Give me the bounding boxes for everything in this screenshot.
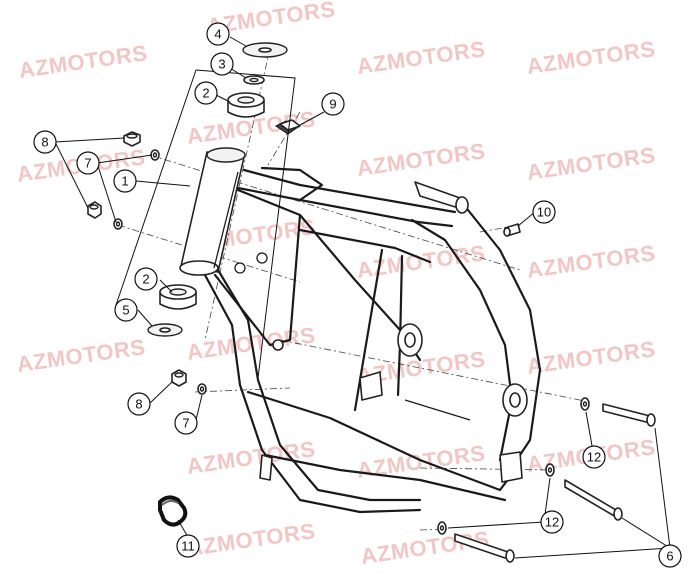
callout-5: 5 xyxy=(114,298,138,322)
down-tube-front xyxy=(203,273,422,514)
watermark: AZMOTORS xyxy=(15,334,147,377)
right-washer-2 xyxy=(545,463,555,477)
svg-text:11: 11 xyxy=(181,539,195,554)
cable-clip xyxy=(275,119,301,135)
svg-text:7: 7 xyxy=(182,416,189,431)
mount-boss xyxy=(272,339,284,351)
lower-washer xyxy=(197,383,207,395)
svg-text:3: 3 xyxy=(218,57,225,72)
svg-text:7: 7 xyxy=(84,156,91,171)
callout-2-lower: 2 xyxy=(134,267,158,291)
lower-seal xyxy=(147,323,183,337)
engine-bolt-2 xyxy=(454,533,515,563)
cradle-tube-lower xyxy=(263,453,507,502)
watermark: AZMOTORS xyxy=(185,436,317,479)
watermark: AZMOTORS xyxy=(185,518,317,561)
callout-8-upper: 8 xyxy=(33,130,57,154)
svg-text:9: 9 xyxy=(329,97,336,112)
svg-text:2: 2 xyxy=(202,86,209,101)
watermark: AZMOTORS xyxy=(525,142,657,185)
loose-parts xyxy=(87,42,656,563)
chain-guide xyxy=(404,399,471,421)
down-tube-rear xyxy=(216,268,422,502)
callout-2-upper: 2 xyxy=(194,81,218,105)
lower-bearing xyxy=(159,284,197,310)
watermark: AZMOTORS xyxy=(525,36,657,79)
rear-pin xyxy=(503,223,521,237)
watermark: AZMOTORS xyxy=(359,526,491,569)
swingarm-bolt xyxy=(602,403,656,427)
mid-nut xyxy=(87,201,102,219)
callout-12-upper: 12 xyxy=(582,445,606,469)
callout-11: 11 xyxy=(176,534,200,558)
callout-12-lower: 12 xyxy=(540,510,564,534)
engine-bolt-1 xyxy=(564,479,623,521)
dust-cover xyxy=(242,42,288,58)
callout-3: 3 xyxy=(210,52,234,76)
gusset-top xyxy=(260,166,324,202)
watermark: AZMOTORS xyxy=(355,240,487,283)
callout-7-upper: 7 xyxy=(76,151,100,175)
upper-washer xyxy=(150,149,160,161)
svg-text:8: 8 xyxy=(41,135,48,150)
watermark: AZMOTORS xyxy=(355,138,487,181)
svg-text:12: 12 xyxy=(545,515,559,530)
svg-text:6: 6 xyxy=(666,549,673,564)
rear-bracket xyxy=(499,451,523,483)
top-tube-lower xyxy=(236,186,454,228)
callout-7-lower: 7 xyxy=(174,411,198,435)
svg-text:4: 4 xyxy=(214,27,221,42)
callout-4: 4 xyxy=(206,22,230,46)
callout-8-lower: 8 xyxy=(127,392,151,416)
watermark: AZMOTORS xyxy=(355,36,487,79)
svg-text:8: 8 xyxy=(135,397,142,412)
right-washer-1 xyxy=(580,397,590,411)
hose-clamp xyxy=(158,495,188,527)
upper-nut xyxy=(123,131,141,147)
lower-bolt-axis-1 xyxy=(419,467,553,471)
svg-text:2: 2 xyxy=(142,272,149,287)
watermark: AZMOTORS xyxy=(17,40,149,83)
svg-text:5: 5 xyxy=(122,303,129,318)
frame-assembly xyxy=(179,147,542,514)
watermark-layer: AZMOTORS AZMOTORS AZMOTORS AZMOTORS AZMO… xyxy=(15,0,657,569)
engine-bracket xyxy=(359,371,383,401)
steering-head-tube xyxy=(179,147,246,276)
upper-bearing xyxy=(227,92,265,118)
svg-text:12: 12 xyxy=(587,450,601,465)
lower-nut xyxy=(171,369,187,387)
swingarm-pivot xyxy=(397,323,528,417)
callout-10: 10 xyxy=(532,200,556,224)
front-bracket xyxy=(259,454,273,481)
rear-loop-outer xyxy=(416,186,542,472)
top-tube-upper xyxy=(242,168,457,214)
svg-text:1: 1 xyxy=(121,174,128,189)
watermark: AZMOTORS xyxy=(525,240,657,283)
callout-1: 1 xyxy=(113,169,137,193)
callouts: 4 3 2 9 8 7 1 10 2 5 8 7 xyxy=(33,22,682,568)
right-washer-3 xyxy=(437,521,447,535)
steering-washer xyxy=(243,75,265,85)
seat-rail-end xyxy=(455,196,469,214)
bracket-axis xyxy=(267,111,301,166)
cradle-tube xyxy=(246,390,517,492)
watermark: AZMOTORS xyxy=(525,336,657,379)
svg-text:10: 10 xyxy=(537,205,551,220)
callout-9: 9 xyxy=(321,92,345,116)
cross-strut xyxy=(298,228,432,264)
callout-6: 6 xyxy=(658,544,682,568)
